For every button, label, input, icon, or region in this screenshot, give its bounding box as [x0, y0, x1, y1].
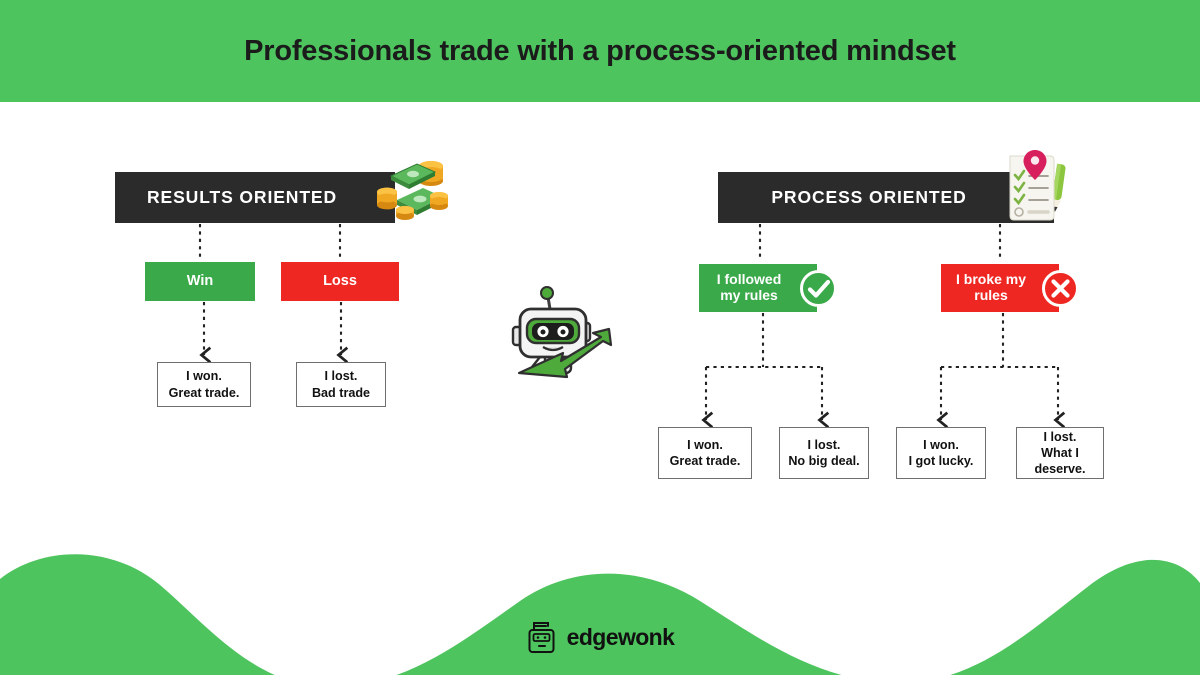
outcome-line: I won.: [186, 369, 222, 384]
outcome-text: I won. Great trade.: [670, 437, 741, 469]
outcome-line: I won.: [687, 437, 723, 452]
chip-label: Loss: [323, 273, 357, 290]
chip-i-broke-my-rules: I broke my rules: [941, 264, 1059, 312]
outcome-text: I won. Great trade.: [169, 368, 240, 400]
cross-circle-icon: [1042, 270, 1079, 307]
chip-label: I followed my rules: [716, 271, 800, 303]
page-title: Professionals trade with a process-orien…: [244, 34, 956, 67]
chip-win: Win: [145, 262, 255, 301]
outcome-line: No big deal.: [788, 454, 860, 468]
chip-i-followed-my-rules: I followed my rules: [699, 264, 817, 312]
footer-wave-decoration: [0, 554, 1200, 675]
chip-label-line-1: I followed: [716, 271, 782, 288]
outcome-line: I won.: [923, 437, 959, 452]
logo-wordmark: edgewonk: [566, 623, 675, 650]
outcome-line: I lost.: [324, 369, 358, 384]
outcome-line: I got lucky.: [908, 454, 974, 468]
section-header-label: PROCESS ORIENTED: [771, 187, 967, 207]
outcome-text: I lost. What I deserve.: [1034, 429, 1085, 477]
section-header-process-oriented: PROCESS ORIENTED: [718, 172, 1054, 223]
outcome-box: I won. Great trade.: [157, 362, 251, 407]
outcome-box: I lost. What I deserve.: [1016, 427, 1104, 479]
checklist-clipboard-pen-icon: [1009, 150, 1066, 221]
outcome-box: I lost. Bad trade: [296, 362, 386, 407]
outcome-text: I lost. Bad trade: [312, 368, 370, 400]
outcome-line: I lost.: [1043, 429, 1077, 444]
check-circle-icon: [800, 270, 837, 307]
section-header-label: RESULTS ORIENTED: [146, 187, 338, 207]
chip-label: I broke my rules: [955, 271, 1044, 303]
money-cash-coins-icon: [377, 161, 448, 220]
outcome-box: I won. Great trade.: [658, 427, 752, 479]
chip-loss: Loss: [281, 262, 399, 301]
outcome-line: Great trade.: [168, 385, 240, 400]
robot-head-icon: [528, 622, 555, 653]
outcome-line: Bad trade: [311, 385, 371, 400]
chip-label-line-1: I broke my: [955, 271, 1027, 288]
outcome-box: I won. I got lucky.: [896, 427, 986, 479]
robot-with-green-arrow-mascot: [511, 286, 613, 379]
section-header-results-oriented: RESULTS ORIENTED: [115, 172, 395, 223]
header-band: [0, 0, 1200, 102]
outcome-line: What I: [1041, 445, 1079, 460]
outcome-text: I won. I got lucky.: [909, 437, 974, 469]
chip-label-line-2: my rules: [720, 287, 778, 303]
chip-label: Win: [186, 273, 214, 290]
chip-label-line-2: rules: [974, 287, 1008, 303]
outcome-line: deserve.: [1034, 462, 1086, 477]
outcome-line: I lost.: [807, 437, 841, 452]
outcome-line: Great trade.: [669, 454, 741, 468]
outcome-box: I lost. No big deal.: [779, 427, 869, 479]
outcome-text: I lost. No big deal.: [788, 437, 859, 469]
footer-logo: edgewonk: [0, 617, 1200, 657]
